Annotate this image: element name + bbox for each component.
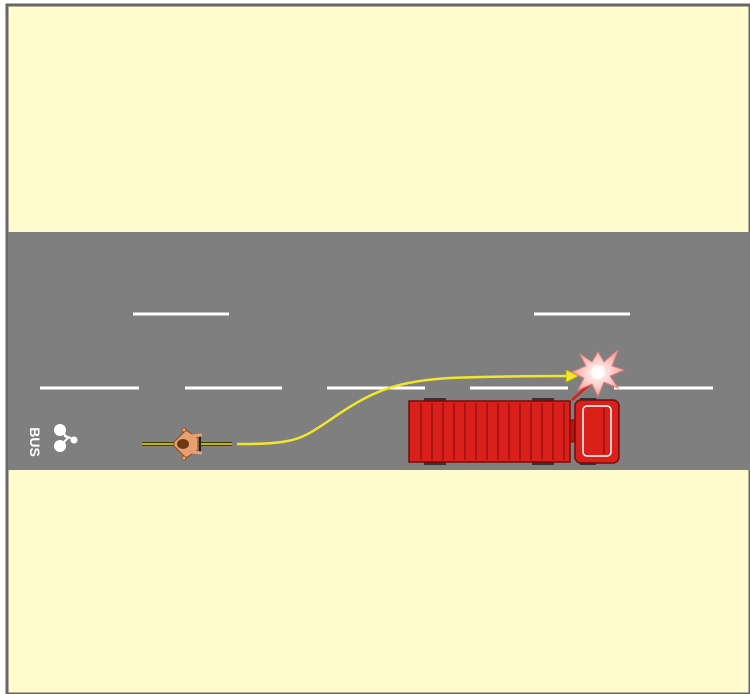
truck-icon [409,398,619,465]
truck-cargo-box [409,401,570,462]
road [8,232,750,470]
truck-cab [575,400,619,463]
bus-lane-text: BUS [27,427,43,457]
